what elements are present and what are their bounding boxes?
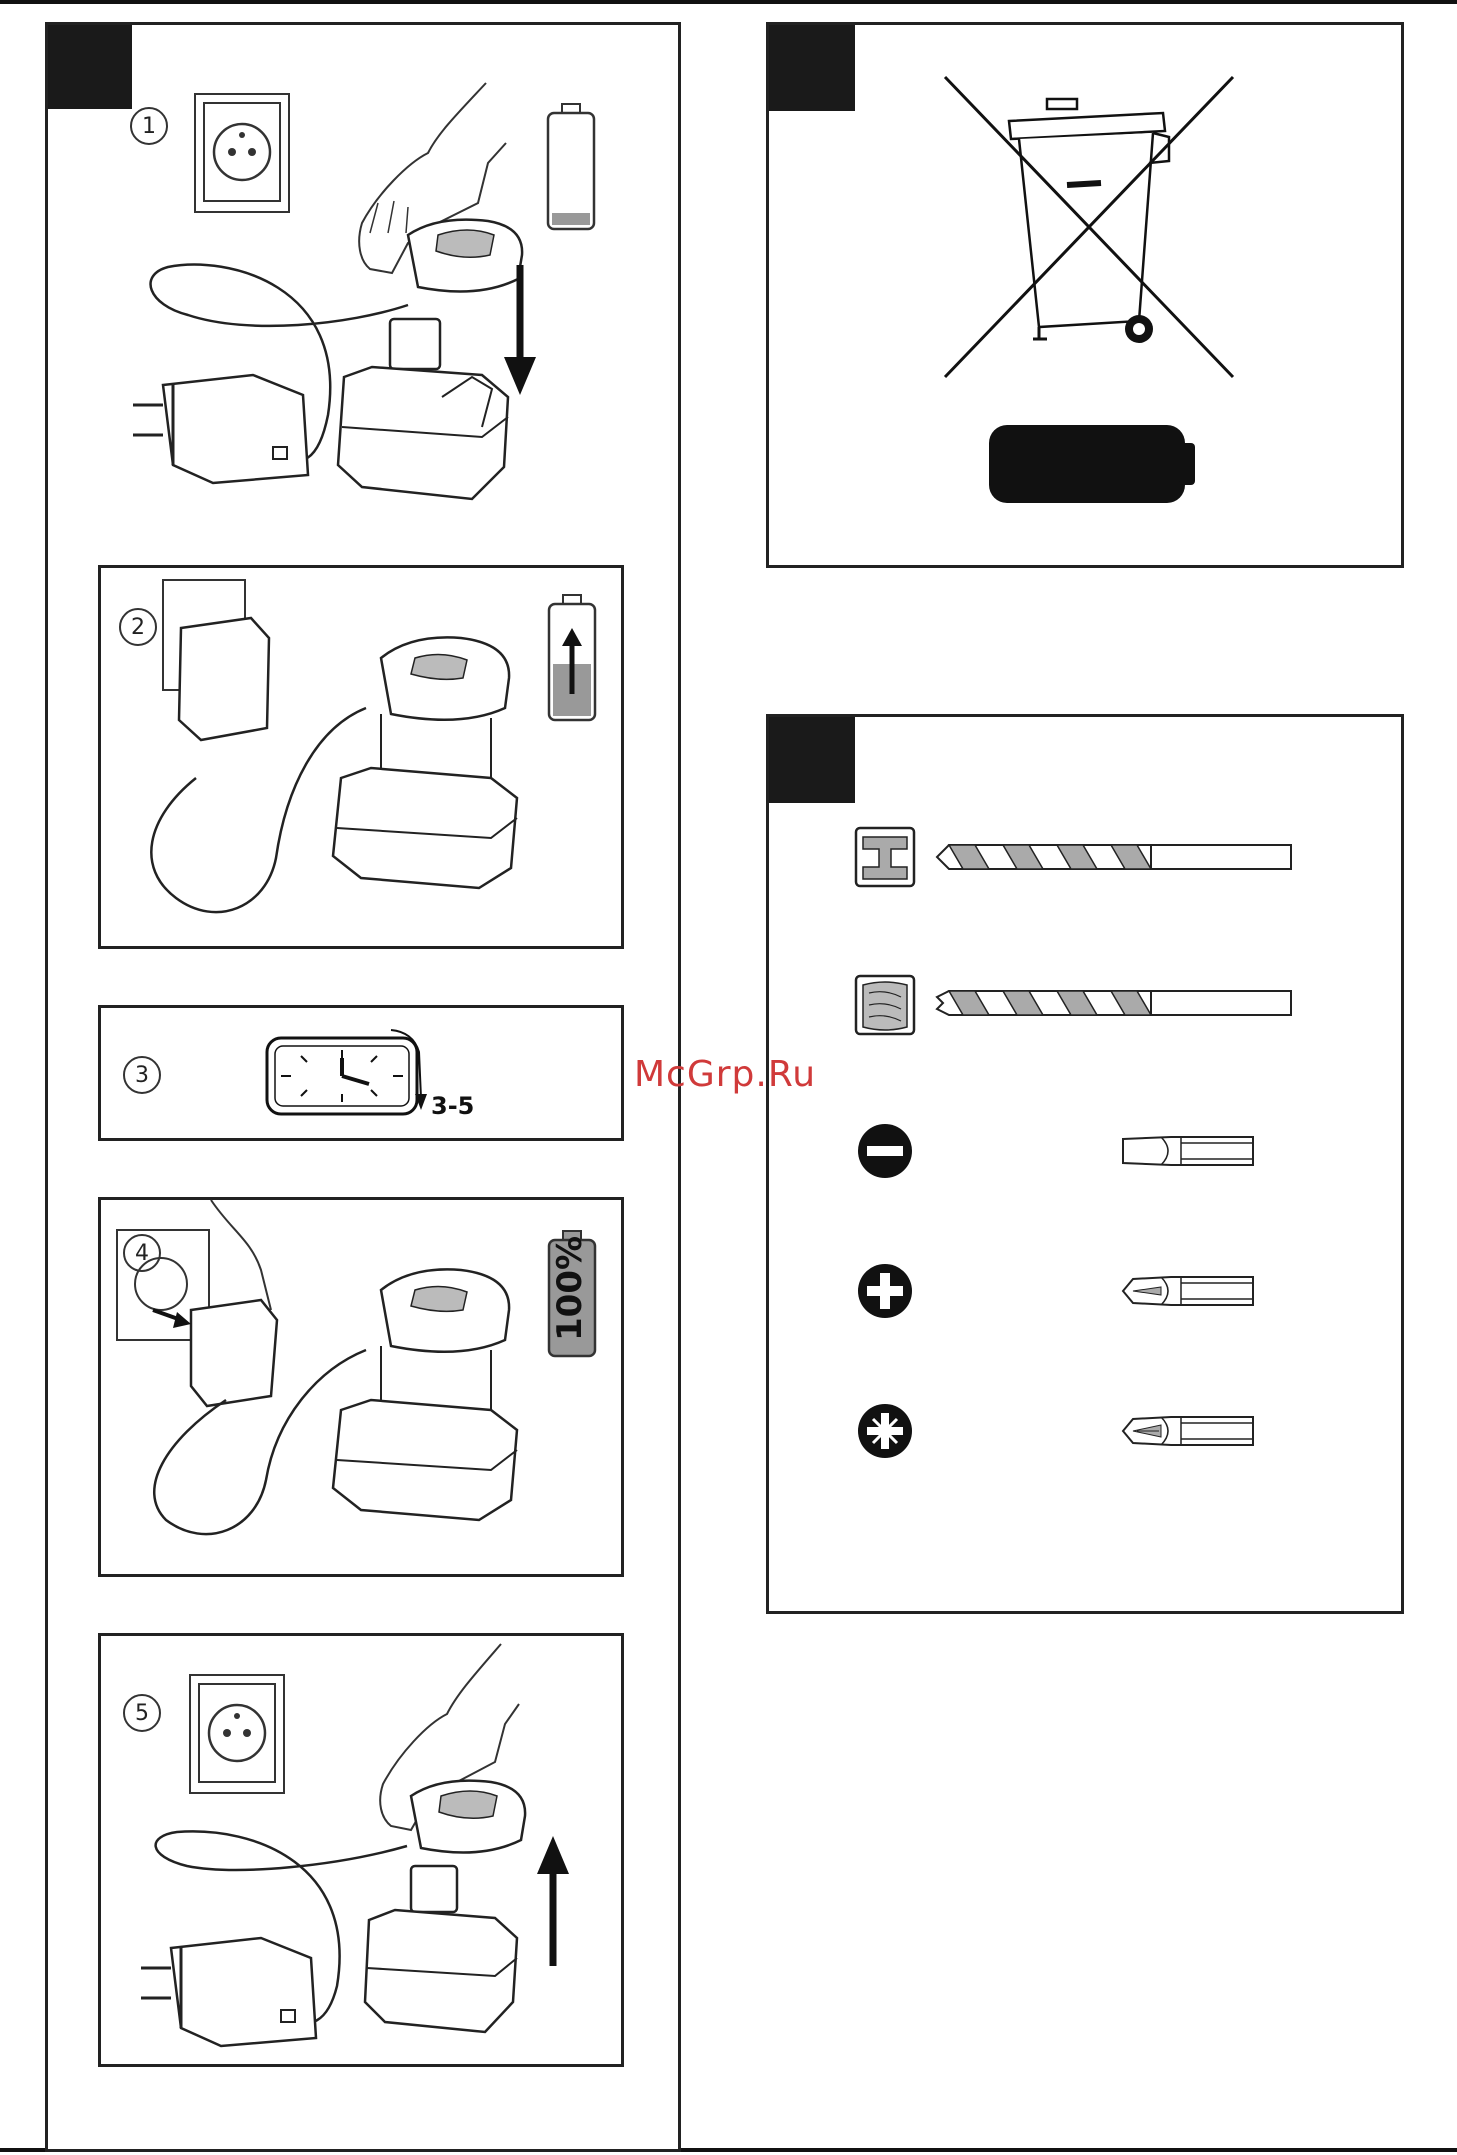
bits-panel	[766, 714, 1404, 1614]
step-2-number: 2	[119, 608, 157, 646]
step-5: 5	[98, 1633, 624, 2067]
charging-instructions-panel: 1	[45, 22, 681, 2152]
pozidriv-screw-icon	[857, 1403, 913, 1459]
charger-icon	[133, 365, 333, 495]
battery-pack-icon	[359, 1864, 519, 2044]
step-3-number: 3	[123, 1056, 161, 1094]
arrow-up-icon	[533, 1836, 573, 1966]
battery-pack-charged-icon	[311, 1260, 551, 1520]
wood-material-icon	[855, 975, 915, 1035]
disposal-panel	[766, 22, 1404, 568]
metal-material-icon	[855, 827, 915, 887]
full-charge-label: 100%	[550, 1251, 590, 1341]
step-1-number: 1	[130, 107, 168, 145]
crossed-bin-icon	[939, 77, 1239, 377]
pozidriv-bit-icon	[1121, 1413, 1255, 1449]
slotted-screw-icon	[857, 1123, 913, 1179]
battery-rising-icon	[547, 594, 597, 722]
wood-drill-bit-icon	[935, 989, 1295, 1019]
battery-pack-icon	[332, 317, 512, 507]
section-tab	[769, 25, 855, 111]
phillips-screw-icon	[857, 1263, 913, 1319]
step-3: 3 3-5	[98, 1005, 624, 1141]
charger-icon	[141, 1928, 341, 2058]
battery-low-icon	[546, 103, 596, 231]
top-rule	[0, 0, 1457, 4]
section-tab	[769, 717, 855, 803]
battery-bar-icon	[989, 425, 1199, 505]
wall-socket-icon	[194, 93, 290, 213]
step-4: 4 100%	[98, 1197, 624, 1577]
slotted-bit-icon	[1121, 1133, 1255, 1169]
phillips-bit-icon	[1121, 1273, 1255, 1309]
step-5-number: 5	[123, 1694, 161, 1732]
step-1: 1	[48, 25, 678, 545]
battery-charging-icon	[311, 628, 551, 888]
watermark: McGrp.Ru	[634, 1054, 816, 1095]
wall-socket-icon	[189, 1674, 285, 1794]
clock-icon	[265, 1028, 425, 1118]
metal-drill-bit-icon	[935, 843, 1295, 873]
arrow-down-icon	[500, 265, 540, 395]
charge-duration-label: 3-5	[431, 1092, 474, 1120]
step-2: 2	[98, 565, 624, 949]
